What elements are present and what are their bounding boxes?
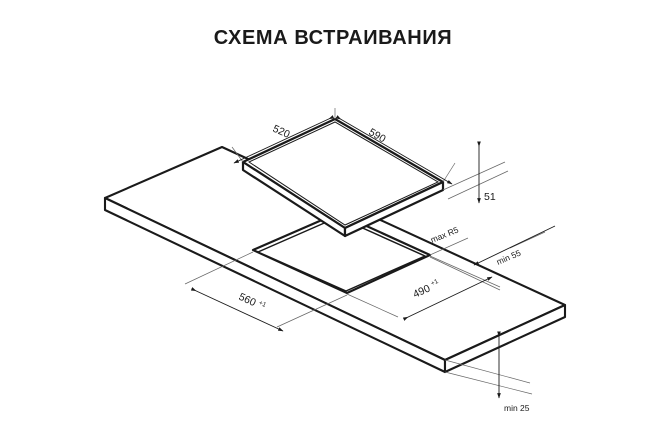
dim-label-min-55: min 55 bbox=[495, 248, 523, 267]
countertop-right-edge bbox=[443, 303, 567, 374]
dim-line-490 bbox=[402, 276, 493, 321]
dim-line-min55 bbox=[473, 225, 556, 266]
dim-line-520 bbox=[233, 115, 335, 164]
dim-label-51: 51 bbox=[484, 191, 496, 203]
dim-line-590 bbox=[335, 115, 453, 185]
ext-line-min25-b bbox=[444, 371, 533, 395]
cutout-inner-rim bbox=[257, 216, 426, 292]
dim-label-max-r5: max R5 bbox=[429, 225, 460, 245]
ext-line-560-a bbox=[184, 251, 254, 285]
ext-line-560-b bbox=[276, 294, 348, 328]
ext-line-490-a bbox=[346, 293, 399, 318]
dimension-lines bbox=[190, 115, 556, 399]
dim-label-560: 560+1 bbox=[237, 291, 268, 314]
dim-label-min-25: min 25 bbox=[504, 403, 530, 413]
page-title: СХЕМА ВСТРАИВАНИЯ bbox=[213, 27, 453, 49]
dim-label-520: 520 bbox=[271, 123, 292, 141]
ext-line-min25-a bbox=[444, 359, 531, 384]
leader-max-r5 bbox=[429, 237, 469, 256]
ext-line-height-bottom bbox=[447, 170, 509, 200]
dim-line-560 bbox=[190, 287, 284, 332]
ext-line-cooktop-right bbox=[442, 162, 456, 183]
ext-line-height-top bbox=[442, 161, 506, 191]
